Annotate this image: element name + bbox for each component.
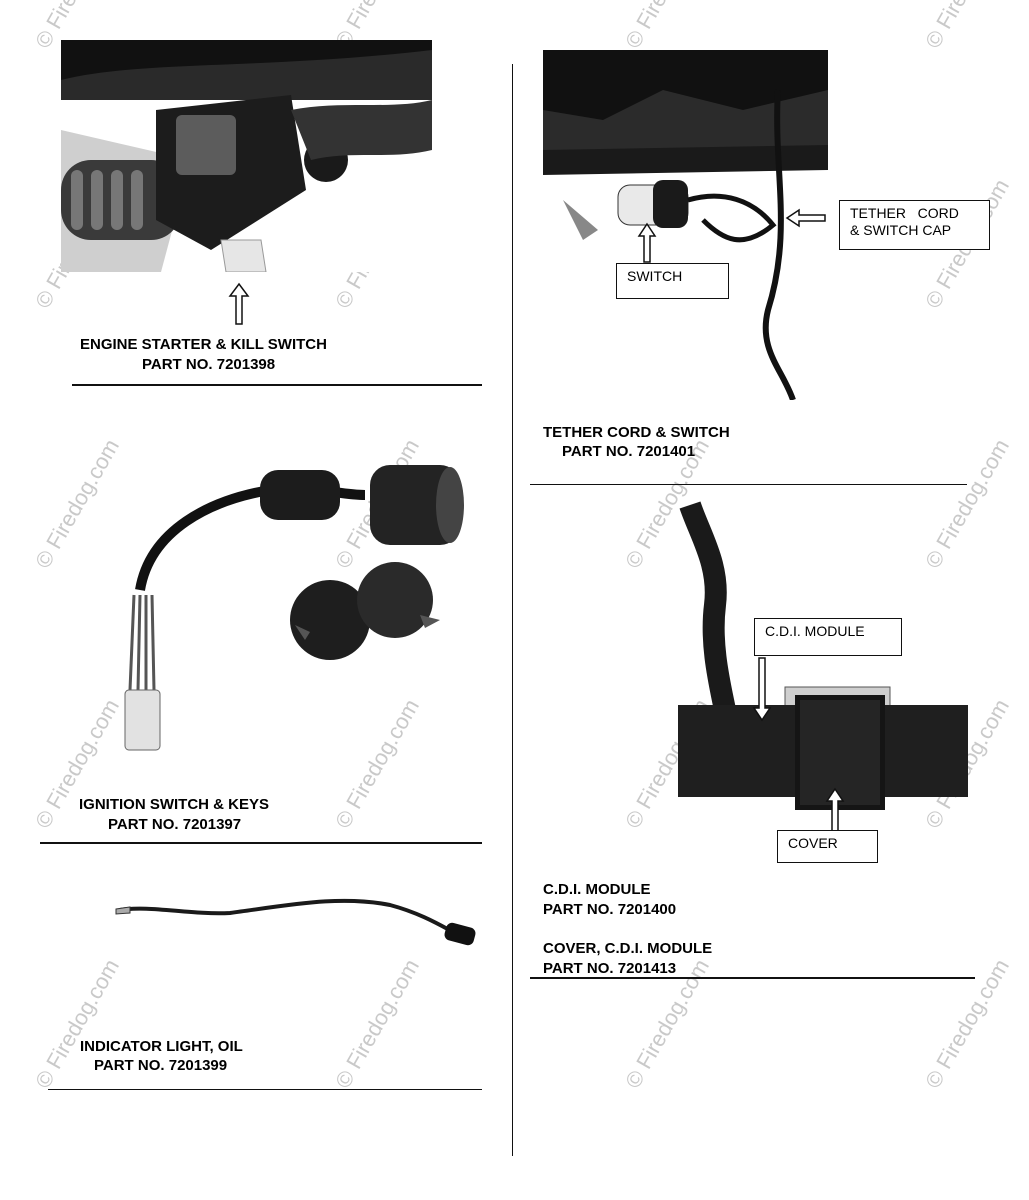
ignition-switch-photo: [120, 450, 480, 760]
indicator-title: INDICATOR LIGHT, OIL: [80, 1038, 243, 1055]
tether-cap-callout: TETHER CORD & SWITCH CAP: [839, 200, 990, 250]
tether-part-number: PART NO. 7201401: [562, 443, 696, 460]
column-divider: [512, 64, 513, 1156]
left-arrow-icon: [785, 208, 826, 228]
cdi-title: C.D.I. MODULE: [543, 881, 651, 898]
tether-title: TETHER CORD & SWITCH: [543, 424, 730, 441]
switch-callout: SWITCH: [616, 263, 729, 299]
section-rule: [40, 842, 482, 844]
ignition-part-number: PART NO. 7201397: [108, 816, 242, 833]
up-arrow-icon: [228, 282, 250, 325]
watermark-text: © Firedog.com: [330, 954, 424, 1093]
watermark-text: © Firedog.com: [30, 434, 124, 573]
up-arrow-icon: [637, 222, 657, 263]
indicator-light-photo: [115, 898, 476, 946]
cdi-part-number: PART NO. 7201400: [543, 901, 677, 918]
watermark-text: © Firedog.com: [620, 0, 715, 53]
starter-title: ENGINE STARTER & KILL SWITCH: [80, 336, 327, 353]
tether-cord-photo: [543, 50, 828, 400]
down-arrow-icon: [752, 657, 772, 722]
cover-part-number: PART NO. 7201413: [543, 960, 677, 977]
section-rule: [530, 484, 967, 485]
cdi-module-callout: C.D.I. MODULE: [754, 618, 902, 656]
cdi-module-photo: [660, 495, 970, 815]
cover-title: COVER, C.D.I. MODULE: [543, 940, 713, 957]
up-arrow-icon: [825, 787, 845, 832]
watermark-text: © Firedog.com: [920, 954, 1014, 1093]
cover-callout: COVER: [777, 830, 878, 863]
starter-switch-photo: [61, 40, 432, 272]
ignition-title: IGNITION SWITCH & KEYS: [79, 796, 270, 813]
section-rule: [530, 977, 975, 979]
watermark-text: © Firedog.com: [920, 0, 1015, 53]
section-rule: [48, 1089, 482, 1090]
starter-part-number: PART NO. 7201398: [142, 356, 276, 373]
indicator-part-number: PART NO. 7201399: [94, 1057, 228, 1074]
section-rule: [72, 384, 482, 386]
